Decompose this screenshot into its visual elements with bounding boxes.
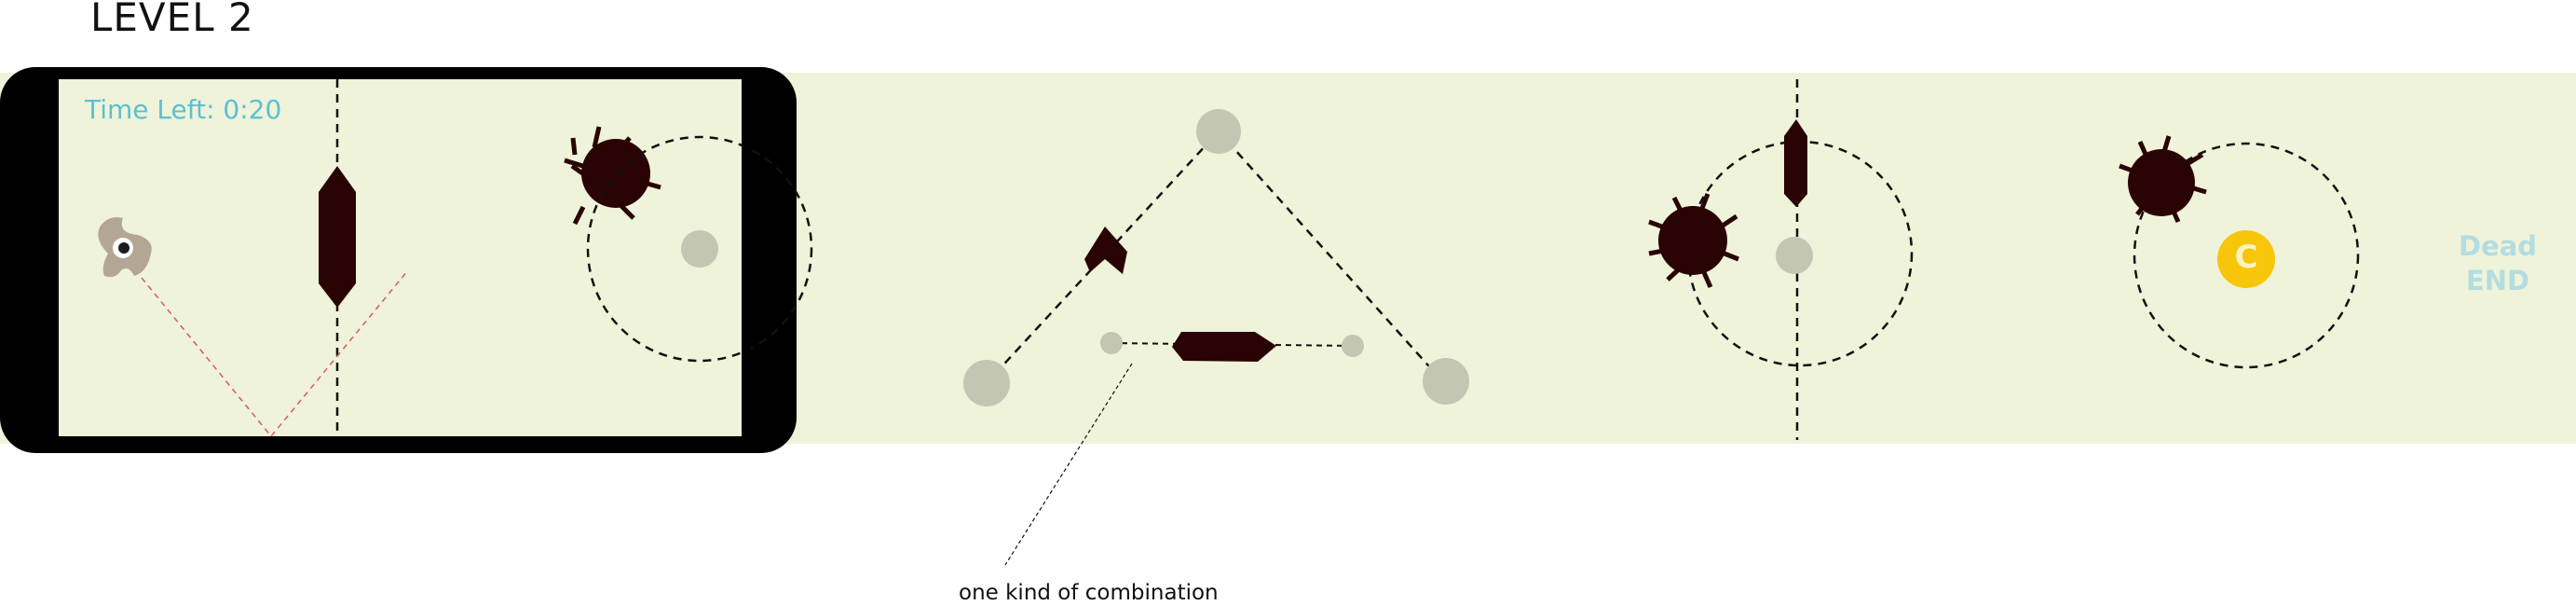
level-title: LEVEL 2 bbox=[90, 0, 254, 40]
phone-bezel-edge bbox=[742, 119, 751, 399]
sliding-blade-obstacle bbox=[1784, 119, 1807, 207]
track-anchor-small-right bbox=[1342, 335, 1364, 357]
laser-path bbox=[141, 269, 409, 438]
spiked-mine-enemy bbox=[2119, 135, 2207, 224]
orbit-path bbox=[2133, 142, 2360, 369]
track-anchor-left bbox=[963, 360, 1010, 406]
rotating-blade-obstacle bbox=[1084, 227, 1127, 274]
dead-end-line-2: END bbox=[2465, 265, 2530, 296]
orbit-anchor bbox=[1776, 237, 1813, 274]
coin-letter: C bbox=[2234, 239, 2258, 276]
annotation-label: one kind of combination bbox=[959, 581, 1219, 605]
sliding-blade-obstacle bbox=[319, 166, 356, 308]
sliding-blade-obstacle bbox=[1172, 332, 1276, 362]
orbit-path bbox=[586, 135, 813, 363]
dead-end-line-1: Dead bbox=[2458, 230, 2538, 262]
track-anchor-right bbox=[1423, 358, 1469, 405]
annotation-pointer-line bbox=[1004, 363, 1133, 566]
dead-end-marker: Dead END bbox=[2437, 229, 2558, 298]
orbit-anchor bbox=[681, 230, 718, 268]
track-anchor-top bbox=[1196, 109, 1241, 154]
spiked-mine-enemy bbox=[564, 126, 661, 226]
timer-display: Time Left: 0:20 bbox=[85, 94, 282, 125]
track-anchor-small-left bbox=[1100, 332, 1123, 354]
player-character[interactable] bbox=[98, 217, 152, 278]
coin-collectible[interactable] bbox=[2217, 230, 2275, 288]
spiked-mine-enemy bbox=[1648, 193, 1739, 289]
